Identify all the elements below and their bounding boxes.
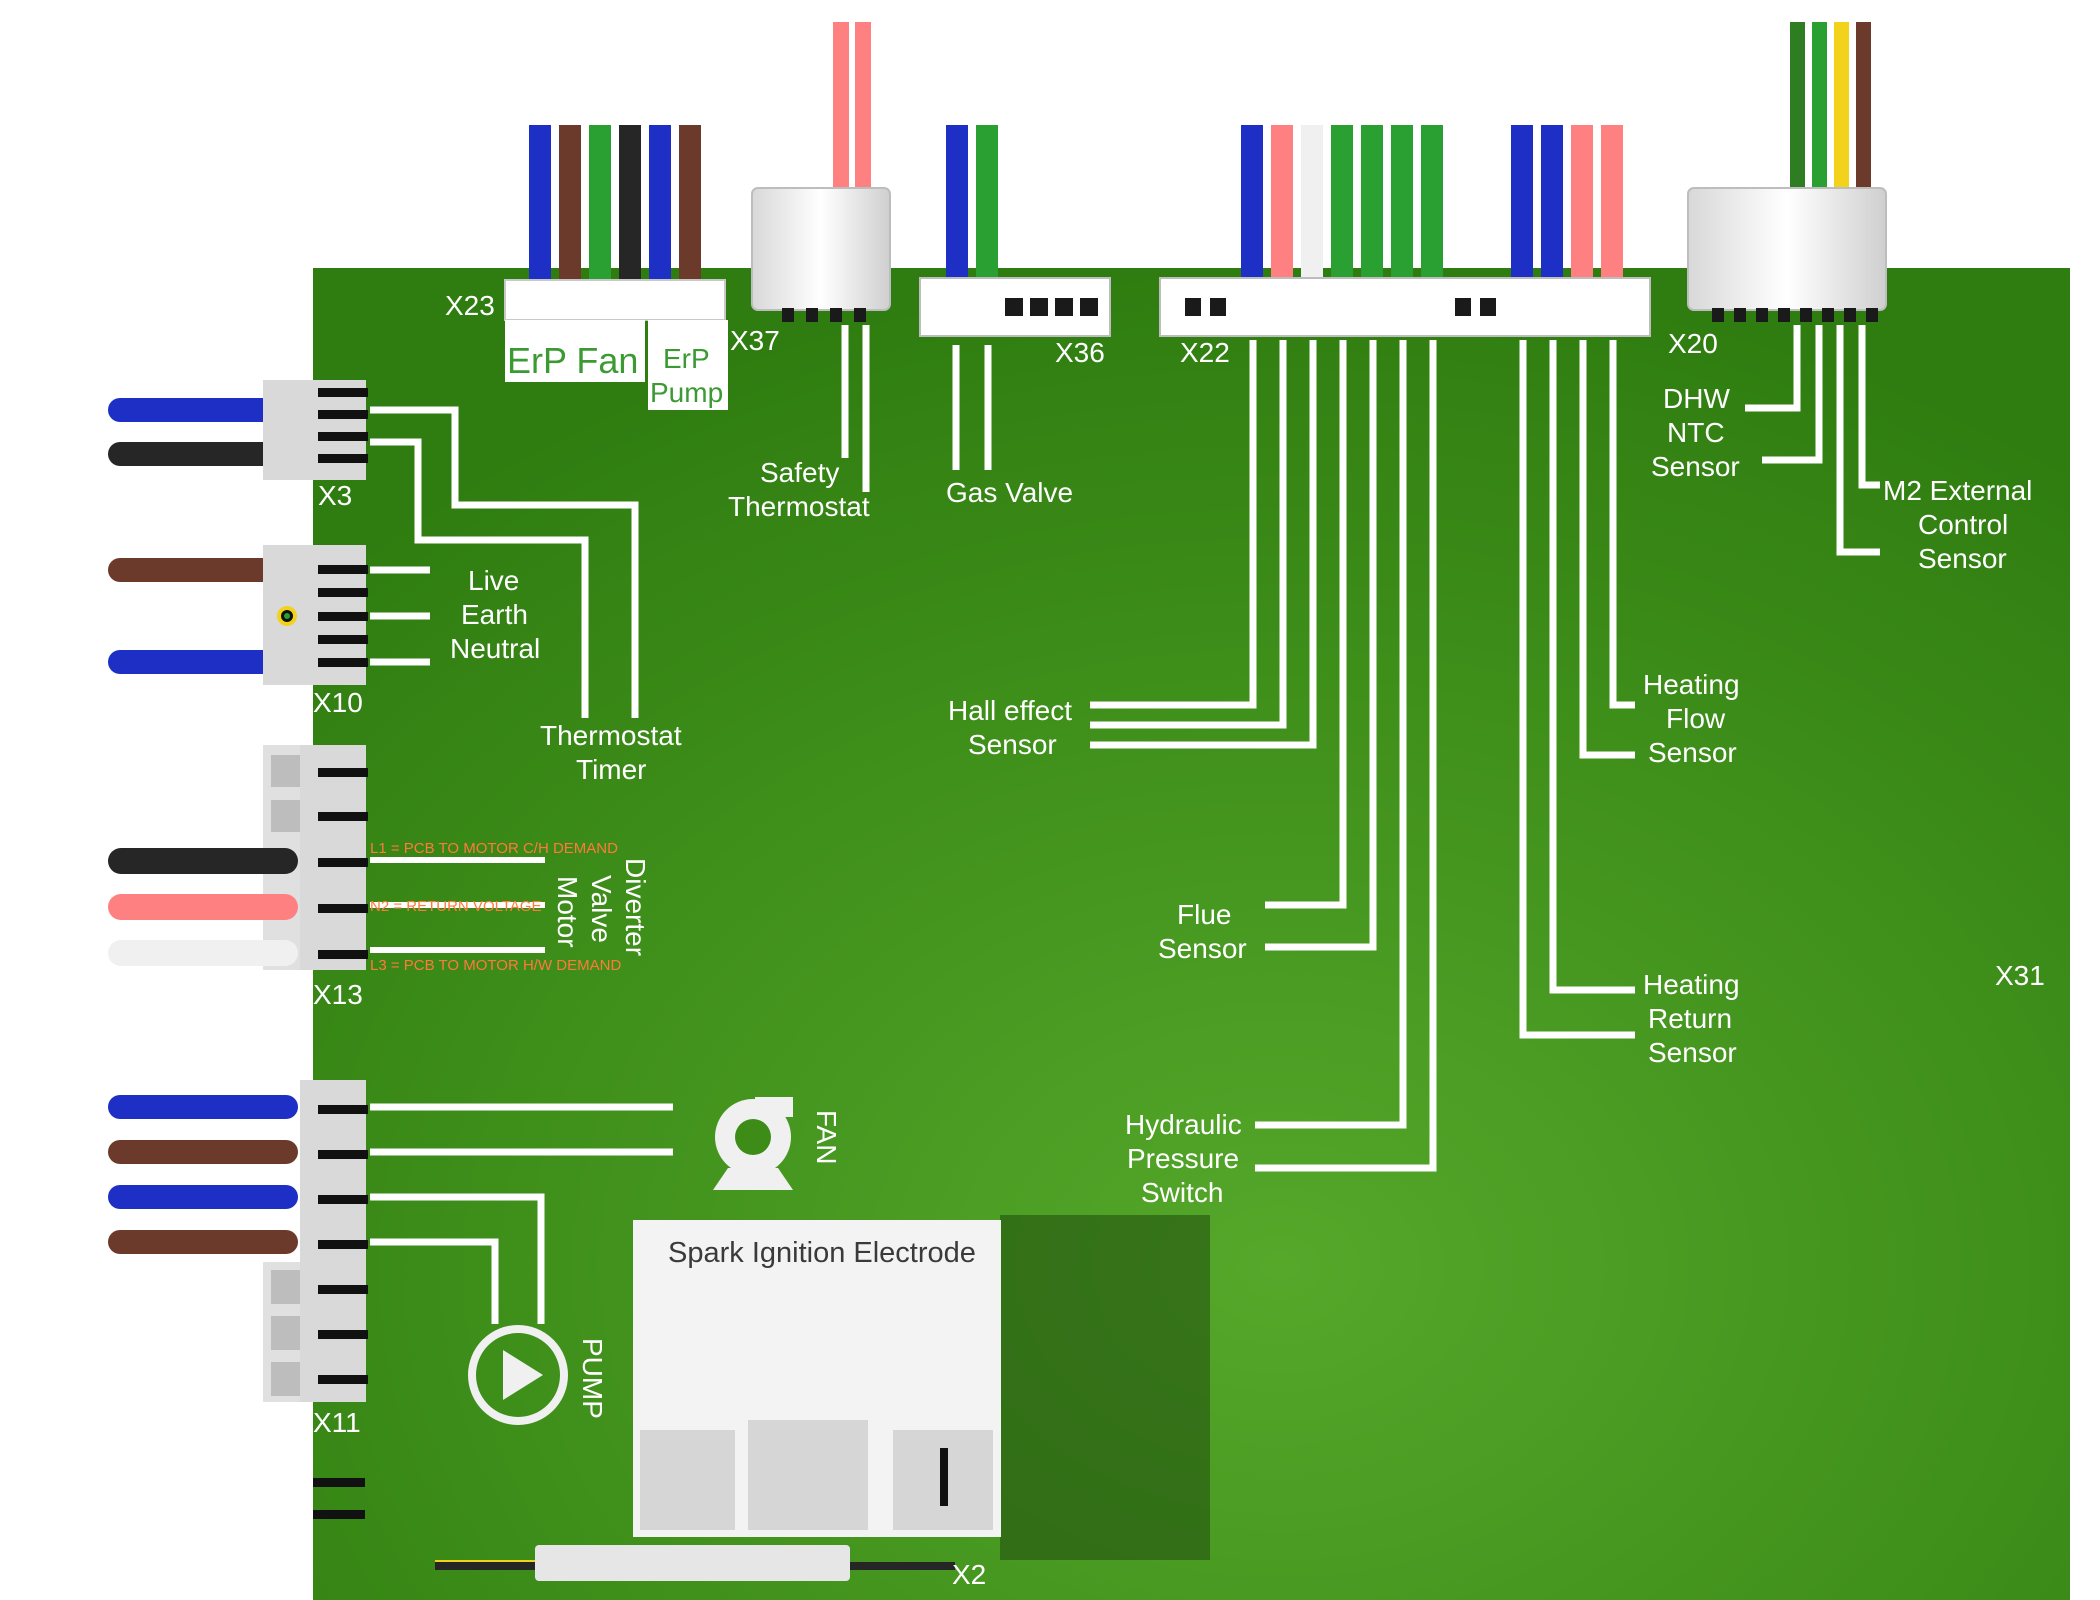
x11-label: X11 xyxy=(313,1407,361,1438)
x12-pin-1 xyxy=(313,1478,365,1487)
x20-traces xyxy=(1745,325,1880,556)
x31-label: X31 xyxy=(1995,960,2045,991)
hydraulic-label-2: Pressure xyxy=(1127,1143,1239,1174)
x12-pin-2 xyxy=(313,1510,365,1519)
x36-label: X36 xyxy=(1055,337,1105,368)
erp-pump-box xyxy=(648,320,728,410)
x20-connector xyxy=(1687,187,1887,311)
x13-slot-2 xyxy=(271,800,301,832)
live-label: Live xyxy=(468,565,519,596)
x23-label: X23 xyxy=(445,290,495,321)
x2-label: X2 xyxy=(952,1559,986,1590)
hall-effect-label-1: Hall effect xyxy=(948,695,1072,726)
x11-slot-1 xyxy=(271,1270,301,1304)
hydraulic-label-1: Hydraulic xyxy=(1125,1109,1242,1140)
fan-label: FAN xyxy=(811,1110,842,1164)
x13-slot-1 xyxy=(271,755,301,787)
thermostat-timer-label-2: Timer xyxy=(576,754,647,785)
diverter-label-2: Valve xyxy=(586,875,617,943)
x10-wires xyxy=(108,558,298,674)
x13-wires xyxy=(108,848,298,966)
heating-return-label-2: Return xyxy=(1648,1003,1732,1034)
spark-terminal-1 xyxy=(640,1430,735,1530)
pump-label: PUMP xyxy=(577,1338,608,1419)
x10-label: X10 xyxy=(313,687,363,718)
x3-pins xyxy=(318,388,368,463)
x22-traces xyxy=(1090,340,1635,1172)
gas-valve-label: Gas Valve xyxy=(946,477,1073,508)
x22-slots xyxy=(1185,298,1496,316)
earth-icon xyxy=(277,606,297,626)
x23-connector xyxy=(504,279,726,321)
x2-lead-sleeve xyxy=(535,1545,850,1581)
dhw-label-3: Sensor xyxy=(1651,451,1740,482)
m2-label-1: M2 External xyxy=(1883,475,2032,506)
flue-sensor-label-2: Sensor xyxy=(1158,933,1247,964)
l1-annotation: L1 = PCB TO MOTOR C/H DEMAND xyxy=(370,840,618,857)
x37-pins xyxy=(782,308,866,322)
l3-annotation: L3 = PCB TO MOTOR H/W DEMAND xyxy=(370,957,621,974)
x13-pins xyxy=(318,768,368,959)
x13-connector xyxy=(300,745,366,970)
heating-return-label-1: Heating xyxy=(1643,969,1740,1000)
x3-label: X3 xyxy=(318,480,352,511)
x13-label: X13 xyxy=(313,979,363,1010)
x13-traces xyxy=(370,857,545,953)
erp-pump-label-1: ErP xyxy=(663,343,710,374)
x36-slots xyxy=(1005,298,1098,316)
heating-flow-label-3: Sensor xyxy=(1648,737,1737,768)
x11-slot-3 xyxy=(271,1362,301,1396)
erp-fan-box xyxy=(505,320,645,382)
electrode-shadow xyxy=(1000,1215,1210,1560)
spark-electrode-label: Spark Ignition Electrode xyxy=(668,1237,976,1269)
earth-label: Earth xyxy=(461,599,528,630)
spark-slot xyxy=(940,1448,948,1506)
dhw-label-2: NTC xyxy=(1667,417,1725,448)
x37-label: X37 xyxy=(730,325,780,356)
neutral-label: Neutral xyxy=(450,633,540,664)
m2-label-2: Control xyxy=(1918,509,2008,540)
x3-wires xyxy=(108,398,298,466)
x10-traces xyxy=(370,566,430,666)
x11-traces xyxy=(370,1103,673,1324)
flue-sensor-label-1: Flue xyxy=(1177,899,1231,930)
x37-connector xyxy=(751,187,891,311)
spark-terminal-2 xyxy=(748,1420,868,1530)
erp-fan-label: ErP Fan xyxy=(507,340,638,381)
m2-label-3: Sensor xyxy=(1918,543,2007,574)
hydraulic-label-3: Switch xyxy=(1141,1177,1223,1208)
heating-return-label-3: Sensor xyxy=(1648,1037,1737,1068)
diverter-label-1: Diverter xyxy=(620,858,651,956)
thermostat-trace-2 xyxy=(370,438,589,718)
x11-wires xyxy=(108,1095,298,1254)
x11-slot-2 xyxy=(271,1316,301,1350)
fan-icon xyxy=(713,1097,793,1190)
heating-flow-label-2: Flow xyxy=(1666,703,1726,734)
x10-pins xyxy=(318,565,368,667)
x22-connector xyxy=(1159,277,1651,337)
safety-thermostat-label-2: Thermostat xyxy=(728,491,870,522)
x20-pins xyxy=(1712,308,1878,322)
heating-flow-label-1: Heating xyxy=(1643,669,1740,700)
x22-wires xyxy=(1241,125,1623,315)
x37-wires xyxy=(833,22,871,210)
erp-pump-label-2: Pump xyxy=(650,377,723,408)
thermostat-trace-1 xyxy=(370,406,639,718)
diverter-label-3: Motor xyxy=(552,876,583,948)
x22-label: X22 xyxy=(1180,337,1230,368)
x20-wires xyxy=(1790,22,1871,210)
x36-wires xyxy=(946,125,998,315)
x23-wires xyxy=(529,125,701,315)
thermostat-timer-label-1: Thermostat xyxy=(540,720,682,751)
hall-effect-label-2: Sensor xyxy=(968,729,1057,760)
safety-thermostat-label-1: Safety xyxy=(760,457,839,488)
pump-icon xyxy=(468,1325,568,1425)
dhw-label-1: DHW xyxy=(1663,383,1730,414)
n2-annotation: N2 = RETURN VOLTAGE xyxy=(370,898,542,915)
x11-pins xyxy=(318,1105,368,1384)
x20-label: X20 xyxy=(1668,328,1718,359)
